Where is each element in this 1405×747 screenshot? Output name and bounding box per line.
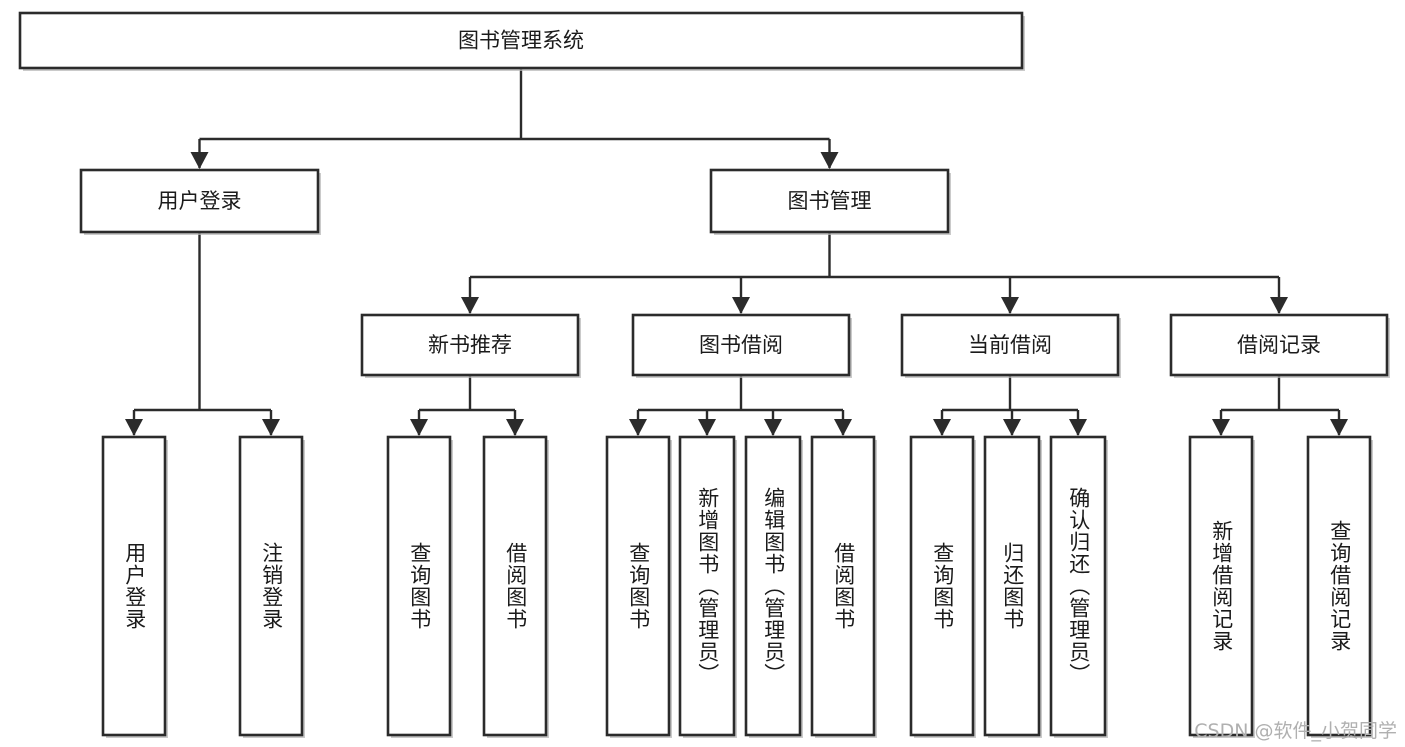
node-level3-借阅记录[interactable] [1169, 313, 1389, 377]
arrow-to-leaf-8 [933, 419, 951, 436]
arrow-to-leaf-3 [506, 419, 524, 436]
arrow-to-leaf-12 [1330, 419, 1348, 436]
connector-layer [125, 68, 1348, 436]
node-level3-label-1: 图书借阅 [699, 333, 783, 357]
node-leaf-4[interactable] [605, 435, 671, 737]
node-leaf-0[interactable] [101, 435, 167, 737]
node-leaf-8[interactable] [909, 435, 975, 737]
node-level2-label-1: 图书管理 [788, 189, 872, 213]
node-level3-图书借阅[interactable] [631, 313, 851, 377]
arrow-to-图书管理 [820, 152, 839, 169]
arrow-to-leaf-1 [262, 419, 280, 436]
node-level3-label-0: 新书推荐 [428, 333, 512, 357]
node-leaf-12[interactable] [1306, 435, 1372, 737]
node-leaf-11[interactable] [1188, 435, 1254, 737]
node-level3-label-2: 当前借阅 [968, 333, 1052, 357]
arrow-to-leaf-9 [1003, 419, 1021, 436]
arrow-to-新书推荐 [461, 297, 479, 314]
node-level2-图书管理[interactable] [709, 168, 950, 234]
node-level3-新书推荐[interactable] [360, 313, 580, 377]
arrow-to-leaf-10 [1069, 419, 1087, 436]
csdn-watermark: CSDN @软件_小贺同学 [1194, 720, 1397, 742]
node-leaf-3[interactable] [482, 435, 548, 737]
node-leaf-6[interactable] [744, 435, 802, 737]
arrow-to-leaf-0 [125, 419, 143, 436]
arrow-to-借阅记录 [1270, 297, 1288, 314]
node-root[interactable] [18, 11, 1024, 70]
node-leaf-5[interactable] [678, 435, 736, 737]
node-leaf-1[interactable] [238, 435, 304, 737]
node-level3-label-3: 借阅记录 [1237, 333, 1321, 357]
node-level2-label-0: 用户登录 [158, 189, 242, 213]
node-leaf-9[interactable] [983, 435, 1041, 737]
arrow-to-leaf-2 [410, 419, 428, 436]
arrow-to-leaf-7 [834, 419, 852, 436]
arrow-to-用户登录 [190, 152, 209, 169]
node-level2-用户登录[interactable] [79, 168, 320, 234]
box-layer [18, 11, 1390, 738]
node-level3-当前借阅[interactable] [900, 313, 1120, 377]
arrow-to-图书借阅 [732, 297, 750, 314]
arrow-to-当前借阅 [1001, 297, 1019, 314]
node-leaf-10[interactable] [1049, 435, 1107, 737]
arrow-to-leaf-4 [629, 419, 647, 436]
node-leaf-7[interactable] [810, 435, 876, 737]
node-root-label: 图书管理系统 [458, 29, 584, 53]
arrow-to-leaf-11 [1212, 419, 1230, 436]
node-leaf-2[interactable] [386, 435, 452, 737]
arrow-to-leaf-6 [764, 419, 782, 436]
arrow-to-leaf-5 [698, 419, 716, 436]
